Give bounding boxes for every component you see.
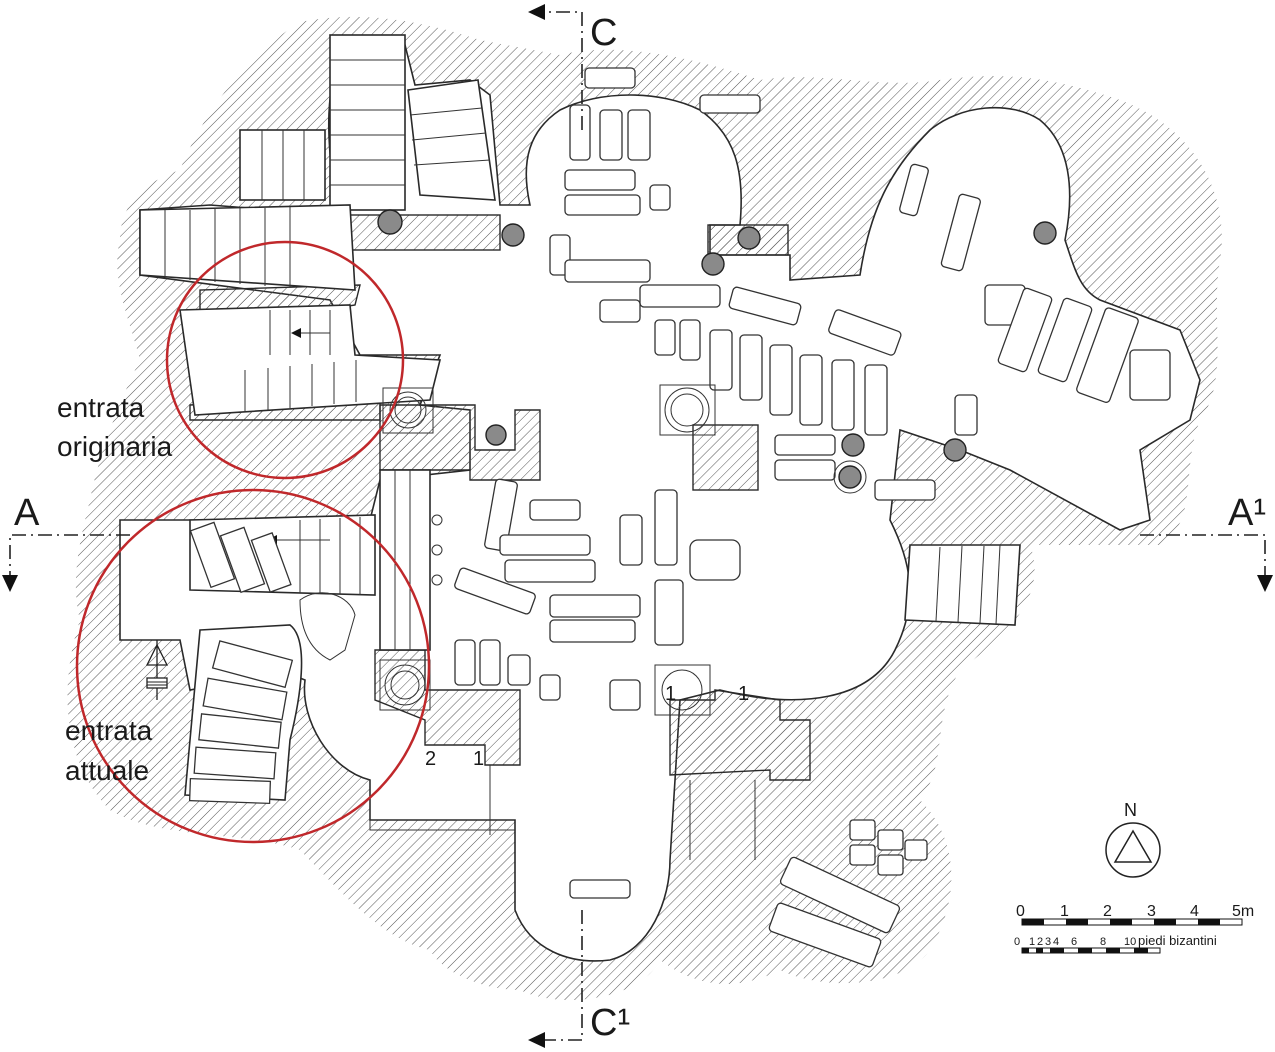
scale-m-5: 5m [1232,903,1254,920]
label-step-1: 1 [473,748,484,770]
pillar-centre [692,424,759,491]
column-4 [737,226,761,250]
column-8 [838,465,862,489]
scale-b-8: 8 [1100,936,1106,948]
stair-east [904,544,1021,626]
stairs [139,34,1021,805]
scale-b-unit: piedi bizantini [1138,933,1217,948]
section-lines [2,4,1273,1048]
section-line-a1 [1140,534,1266,585]
columns [377,209,1057,494]
well-rings [379,384,716,716]
burial-niches [299,67,1171,968]
label-step-1c: 1 [665,683,676,705]
label-entrance-current-1: entrata [65,715,153,746]
label-entrance-current-2: attuale [65,755,149,786]
scale-bar-metric: 0 1 2 3 4 5m [1016,903,1254,926]
section-line-c1 [540,910,583,1041]
scale-b-1: 1 [1029,936,1035,948]
scale-b-4: 4 [1053,936,1059,948]
label-section-c: C [590,12,617,54]
column-7 [841,433,865,457]
highlight-current-entrance [75,488,431,844]
section-arrow-a1 [1257,575,1273,592]
label-section-a1: A¹ [1228,492,1266,534]
column-2 [501,223,525,247]
pillar-west-centre [379,404,541,481]
stair-north-a [329,34,406,211]
north-arrow: N [1105,800,1161,878]
column-3 [701,252,725,276]
scale-m-3: 3 [1147,903,1156,920]
scale-b-0: 0 [1014,936,1020,948]
pillar-north-west [349,214,501,251]
scale-m-0: 0 [1016,903,1025,920]
column-6 [485,424,507,446]
pillar-south-east [669,689,811,781]
stair-symbol [145,640,169,700]
section-line-a [9,534,135,585]
column-9 [943,438,967,462]
section-arrow-c1 [528,1032,545,1048]
scale-bar-byzantine: 0 1 2 3 4 6 8 10 piedi bizantini [1014,933,1217,954]
scale-m-2: 2 [1103,903,1112,920]
section-line-c [535,11,583,130]
label-step-2: 2 [425,748,436,770]
label-section-a: A [14,492,40,534]
label-step-1b: 1 [738,683,749,705]
scale-b-2: 2 [1037,936,1043,948]
highlight-original-entrance [165,240,405,480]
label-entrance-original-1: entrata [57,392,145,423]
column-1 [377,209,403,235]
label-entrance-original-2: originaria [57,431,173,462]
stair-north-b [407,79,496,201]
scale-b-6: 6 [1071,936,1077,948]
rock-pillars [189,214,811,781]
section-arrow-a [2,575,18,592]
section-arrow-c [528,4,545,20]
pillar-south-west [374,649,521,766]
scale-m-1: 1 [1060,903,1069,920]
scale-b-3: 3 [1045,936,1051,948]
label-section-c1: C¹ [590,1002,630,1044]
scale-b-10: 10 [1124,936,1136,948]
north-label: N [1124,800,1137,820]
scale-m-4: 4 [1190,903,1199,920]
column-5 [1033,221,1057,245]
